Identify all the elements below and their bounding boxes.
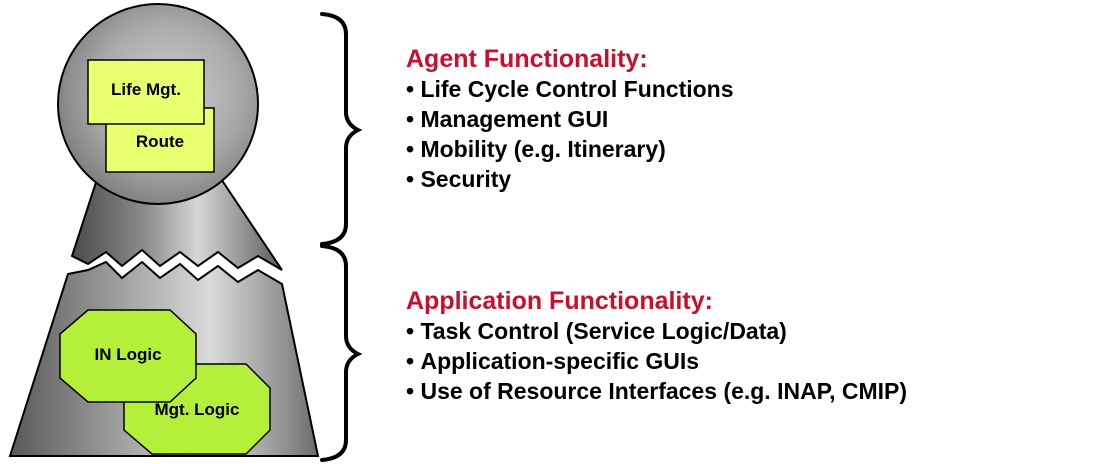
list-item: Life Cycle Control Functions [406, 74, 733, 104]
application-brace [320, 244, 363, 462]
application-functionality-title: Application Functionality: [406, 287, 713, 315]
agent-brace [320, 12, 363, 246]
agent-functionality-section: Agent Functionality: Life Cycle Control … [406, 44, 734, 194]
life-mgt-label: Life Mgt. [111, 80, 181, 99]
list-item: Management GUI [406, 104, 734, 134]
agent-functionality-list: Life Cycle Control Functions Management … [406, 74, 734, 194]
in-logic-label: IN Logic [94, 345, 162, 364]
application-functionality-section: Application Functionality: Task Control … [406, 286, 907, 406]
list-item: Application-specific GUIs [406, 346, 907, 376]
list-item: Mobility (e.g. Itinerary) [406, 134, 734, 164]
list-item: Task Control (Service Logic/Data) [406, 316, 907, 346]
list-item: Security [406, 164, 734, 194]
mgt-logic-label: Mgt. Logic [154, 400, 240, 419]
list-item: Use of Resource Interfaces (e.g. INAP, C… [406, 376, 907, 406]
in-logic-octagon [59, 309, 197, 403]
life-mgt-box [87, 59, 205, 125]
agent-functionality-title: Agent Functionality: [406, 45, 648, 73]
application-functionality-list: Task Control (Service Logic/Data) Applic… [406, 316, 907, 406]
route-label: Route [135, 132, 185, 151]
